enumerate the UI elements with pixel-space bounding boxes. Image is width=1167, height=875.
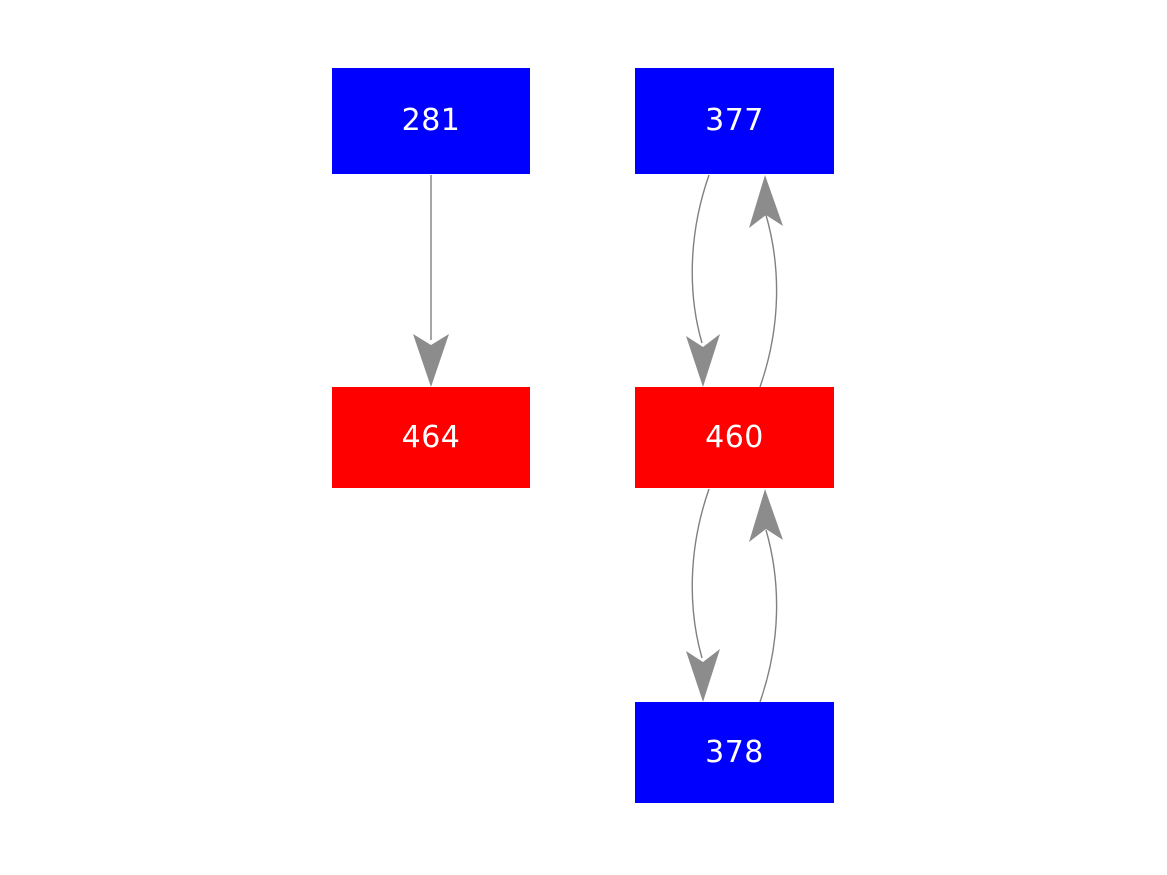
node-460-label: 460: [705, 419, 764, 455]
edge-460-to-377-arrowhead: [749, 175, 783, 228]
edge-460-to-378-arrowhead: [686, 649, 720, 702]
edge-377-to-460-arrowhead: [686, 334, 720, 387]
edge-378-to-460-line: [759, 529, 778, 703]
node-377[interactable]: 377: [635, 68, 834, 174]
edge-281-to-464-arrowhead: [413, 334, 449, 387]
node-378[interactable]: 378: [635, 702, 834, 803]
edge-460-to-377-line: [759, 214, 778, 388]
node-460[interactable]: 460: [635, 387, 834, 488]
node-378-label: 378: [705, 734, 764, 770]
node-377-label: 377: [705, 103, 764, 138]
edge-377-to-460-line: [691, 174, 710, 344]
edge-378-to-460: [749, 489, 783, 703]
edge-460-to-378: [686, 488, 720, 702]
node-281-label: 281: [401, 103, 461, 138]
edge-378-to-460-arrowhead: [749, 489, 783, 542]
edge-460-to-378-line: [691, 488, 710, 659]
node-464[interactable]: 464: [332, 387, 530, 488]
edge-460-to-377: [749, 175, 783, 388]
edge-281-to-464: [413, 175, 449, 387]
edge-377-to-460: [686, 174, 720, 387]
node-281[interactable]: 281: [332, 68, 530, 174]
node-464-label: 464: [401, 419, 461, 455]
